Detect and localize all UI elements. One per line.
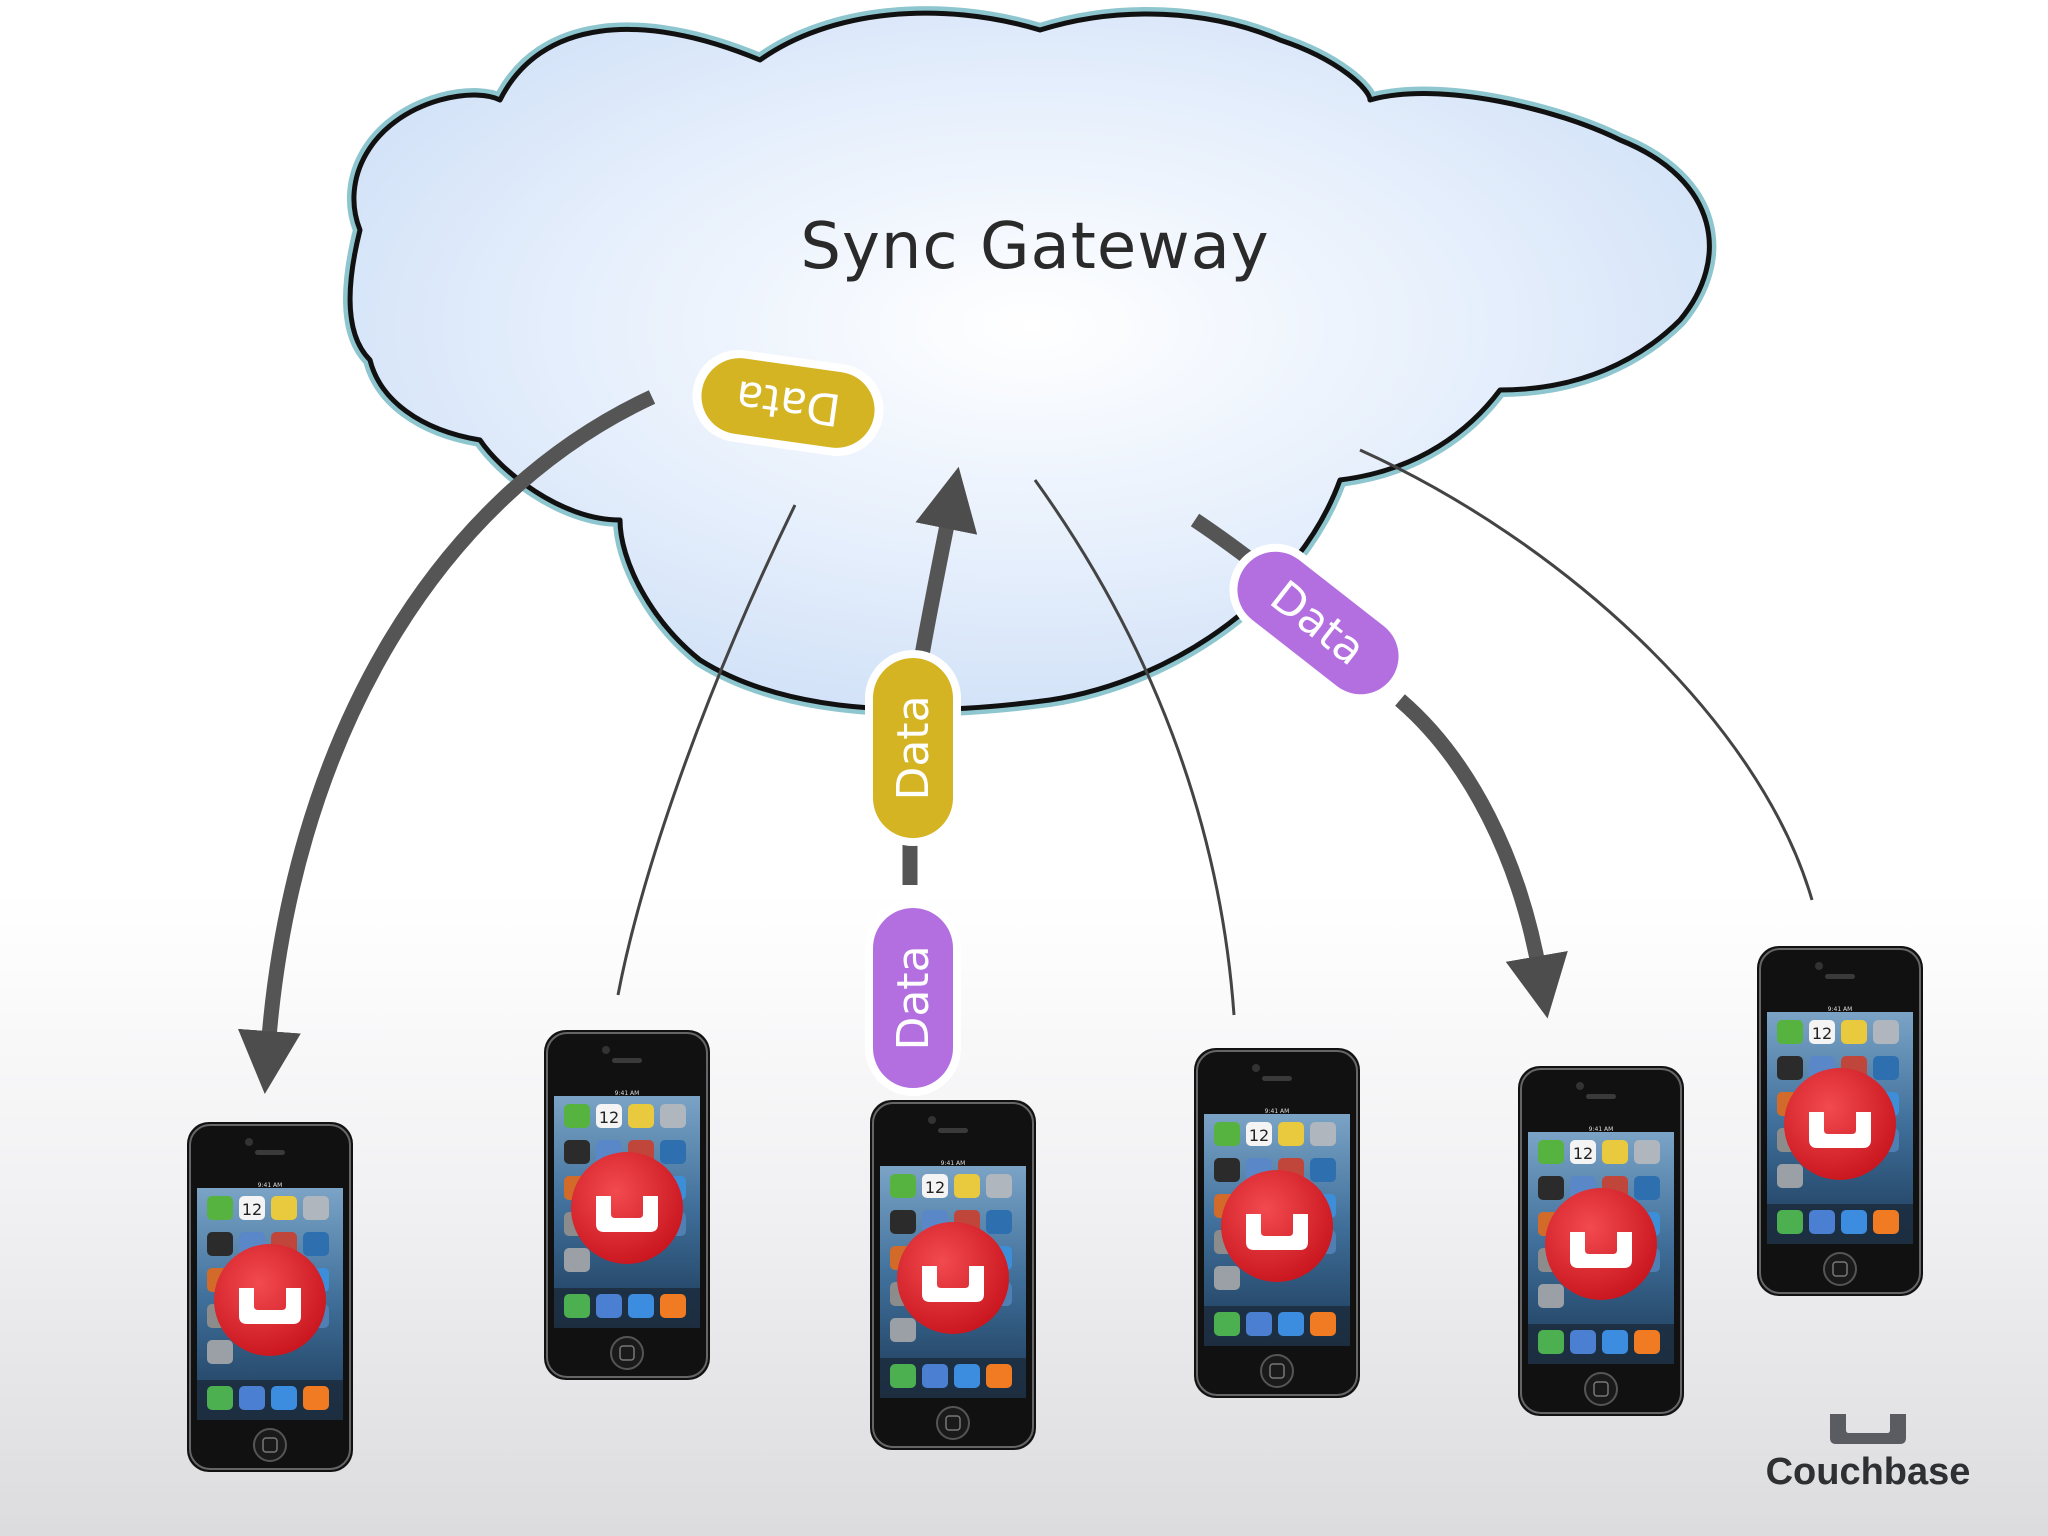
download-arrow-left	[237, 390, 656, 1094]
connection-line	[1033, 479, 1236, 1016]
couchbase-brand: Couchbase	[1758, 1412, 1978, 1494]
data-pill-yellow-cloud: Data	[692, 350, 884, 456]
couchbase-logo-icon	[1830, 1414, 1906, 1444]
cloud-shape	[347, 10, 1712, 713]
cloud-title: Sync Gateway	[800, 210, 1269, 284]
phone-device	[543, 1029, 711, 1381]
phone-device	[1756, 945, 1924, 1297]
data-pill-label: Data	[888, 945, 939, 1050]
connection-line	[616, 504, 797, 996]
brand-name: Couchbase	[1765, 1451, 1971, 1493]
connection-line	[1359, 448, 1814, 901]
phone-device	[186, 1121, 354, 1473]
data-pill-label: Data	[888, 695, 939, 800]
phone-device	[869, 1099, 1037, 1451]
data-pill-yellow-upload: Data	[865, 650, 961, 846]
phone-device	[1193, 1047, 1361, 1399]
phone-device	[1517, 1065, 1685, 1417]
data-pill-purple-upload: Data	[865, 900, 961, 1096]
